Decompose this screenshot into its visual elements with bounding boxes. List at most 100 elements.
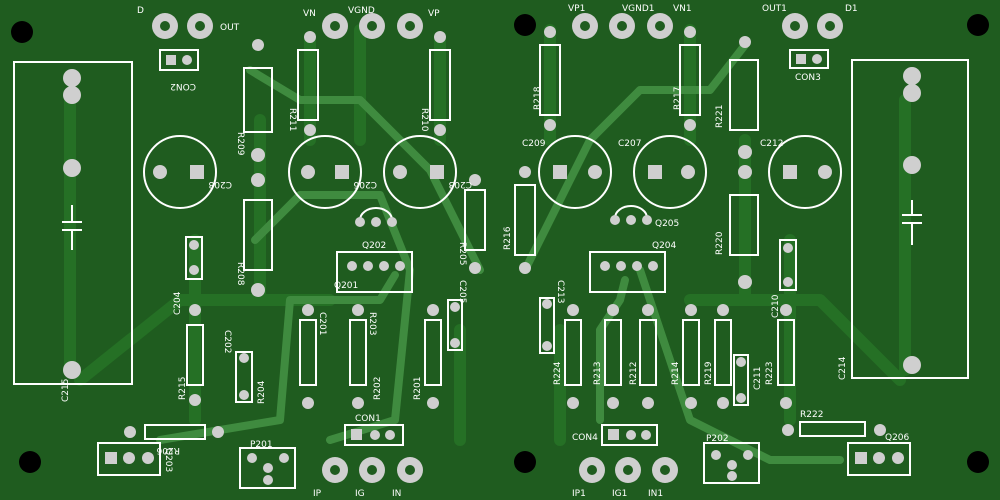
pad-out (187, 13, 213, 39)
label-out1: OUT1 (762, 4, 787, 14)
silkscreen-labels: D OUT VN VGND VP VP1 VGND1 VN1 OUT1 D1 I… (61, 4, 910, 499)
pad-ig (359, 457, 385, 483)
label-r224: R224 (553, 361, 563, 385)
capacitor-c212 (768, 135, 842, 209)
label-r217: R217 (673, 87, 683, 110)
film-capacitor-pads (63, 67, 921, 379)
label-r218: R218 (533, 86, 543, 110)
label-d1: D1 (845, 4, 858, 14)
pad-in1 (652, 457, 678, 483)
label-r206: R206 (156, 445, 180, 455)
pad-vgnd1 (609, 13, 635, 39)
label-r201: R201 (413, 377, 423, 400)
label-c213: C213 (555, 280, 565, 303)
label-vp1: VP1 (568, 4, 585, 14)
label-q205: Q205 (655, 219, 679, 229)
label-p201: P201 (250, 440, 273, 450)
label-c209: C209 (522, 139, 546, 149)
transistor-outlines (97, 49, 911, 489)
label-ip: IP (313, 489, 322, 499)
pad-ig1 (615, 457, 641, 483)
electrolytic-pads (153, 165, 832, 179)
label-in1: IN1 (648, 489, 663, 499)
label-r211: R211 (287, 108, 297, 131)
label-p202: P202 (706, 434, 729, 444)
label-r213: R213 (593, 362, 603, 385)
label-con3: CON3 (795, 73, 821, 83)
label-c204: C204 (173, 291, 183, 315)
label-ip1: IP1 (572, 489, 586, 499)
capacitor-c207 (633, 135, 707, 209)
label-q201: Q201 (334, 281, 358, 291)
mounting-holes (11, 14, 989, 473)
label-con4: CON4 (572, 433, 598, 443)
label-c205: C205 (457, 280, 467, 303)
label-r214: R214 (671, 361, 681, 385)
label-c214: C214 (838, 356, 848, 380)
label-c202: C202 (222, 330, 232, 353)
label-q206: Q206 (885, 433, 910, 443)
label-q204: Q204 (652, 241, 677, 251)
film-capacitors (13, 59, 969, 385)
label-out: OUT (220, 23, 240, 33)
capacitor-c214-outline (851, 59, 969, 379)
pad-ip (322, 457, 348, 483)
label-r223: R223 (765, 362, 775, 385)
terminal-pads (152, 13, 843, 483)
label-r212: R212 (629, 362, 639, 385)
label-con1: CON1 (355, 414, 381, 424)
label-r215: R215 (178, 377, 188, 400)
label-in: IN (392, 489, 401, 499)
label-vgnd1: VGND1 (622, 4, 655, 14)
small-capacitors (185, 236, 797, 406)
label-vn1: VN1 (673, 4, 692, 14)
pad-d (152, 13, 178, 39)
label-r205: R205 (457, 242, 467, 265)
transistor-pads (105, 54, 904, 485)
label-r216: R216 (503, 226, 513, 250)
label-ig: IG (355, 489, 365, 499)
label-c210: C210 (771, 294, 781, 318)
label-vn: VN (303, 9, 316, 19)
label-c212: C212 (760, 139, 783, 149)
label-d: D (137, 6, 144, 16)
pad-d1 (817, 13, 843, 39)
label-r204: R204 (257, 380, 267, 404)
label-c206: C206 (353, 179, 377, 189)
pad-vgnd (359, 13, 385, 39)
label-vp: VP (428, 9, 440, 19)
label-r219: R219 (704, 361, 714, 385)
label-c211: C211 (753, 367, 763, 390)
label-q202: Q202 (362, 241, 386, 251)
label-c208: C208 (208, 179, 232, 189)
pad-vp1 (572, 13, 598, 39)
label-con2: CON2 (170, 81, 196, 91)
label-c207: C207 (618, 139, 641, 149)
label-c215: C215 (61, 379, 71, 402)
capacitor-c208 (143, 135, 217, 209)
electrolytic-capacitors (143, 135, 842, 209)
label-r202: R202 (373, 377, 383, 400)
resistor-outlines (144, 44, 866, 440)
label-q203: Q203 (163, 448, 173, 472)
label-r203: R203 (367, 312, 377, 335)
pad-vp (397, 13, 423, 39)
pad-out1 (782, 13, 808, 39)
label-c201: C201 (317, 312, 327, 335)
label-r220: R220 (715, 231, 725, 255)
label-r210: R210 (419, 108, 429, 132)
capacitor-c206 (288, 135, 362, 209)
label-r209: R209 (235, 132, 245, 156)
capacitor-c205 (383, 135, 457, 209)
pad-vn (322, 13, 348, 39)
capacitor-c209 (538, 135, 612, 209)
label-r221: R221 (715, 105, 725, 128)
pad-ip1 (579, 457, 605, 483)
label-ig1: IG1 (612, 489, 627, 499)
pad-vn1 (647, 13, 673, 39)
label-c203: C203 (449, 179, 472, 189)
capacitor-c203-outline (13, 61, 133, 385)
label-vgnd: VGND (348, 6, 375, 16)
